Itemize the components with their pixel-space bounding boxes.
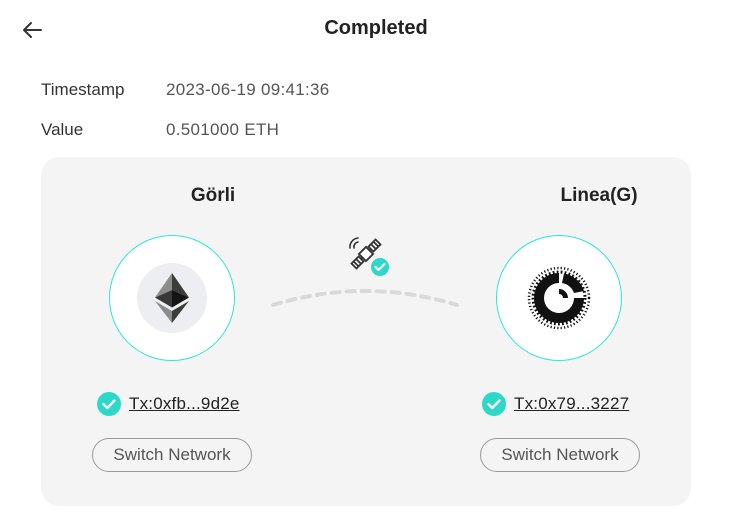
- source-switch-network-button[interactable]: Switch Network: [92, 438, 252, 472]
- bridge-card: Görli Linea(G): [41, 157, 691, 506]
- page-title: Completed: [324, 17, 428, 39]
- source-network-logo: [109, 235, 235, 361]
- back-button[interactable]: [18, 16, 46, 44]
- timestamp-row: Timestamp 2023-06-19 09:41:36: [41, 80, 330, 100]
- destination-tx-row: Tx:0x79...3227: [482, 392, 629, 416]
- linea-icon: [527, 266, 591, 330]
- destination-network-name: Linea(G): [560, 185, 638, 206]
- destination-network-logo: [496, 235, 622, 361]
- satellite-check-icon: [349, 237, 389, 276]
- value-amount: 0.501000 ETH: [166, 120, 280, 139]
- check-circle-icon: [97, 392, 121, 416]
- destination-tx-link[interactable]: Tx:0x79...3227: [514, 394, 630, 413]
- source-network-name: Görli: [190, 185, 236, 206]
- timestamp-value: 2023-06-19 09:41:36: [166, 80, 330, 99]
- destination-switch-network-button[interactable]: Switch Network: [480, 438, 640, 472]
- source-tx-link[interactable]: Tx:0xfb...9d2e: [129, 394, 240, 413]
- ethereum-badge: [137, 263, 207, 333]
- value-row: Value 0.501000 ETH: [41, 120, 279, 140]
- value-label: Value: [41, 120, 84, 139]
- timestamp-label: Timestamp: [41, 80, 125, 99]
- source-tx-row: Tx:0xfb...9d2e: [97, 392, 240, 416]
- header: Completed: [0, 0, 732, 60]
- check-circle-icon: [482, 392, 506, 416]
- arrow-left-icon: [23, 22, 42, 38]
- connection-arc: [271, 289, 459, 307]
- ethereum-icon: [155, 273, 189, 323]
